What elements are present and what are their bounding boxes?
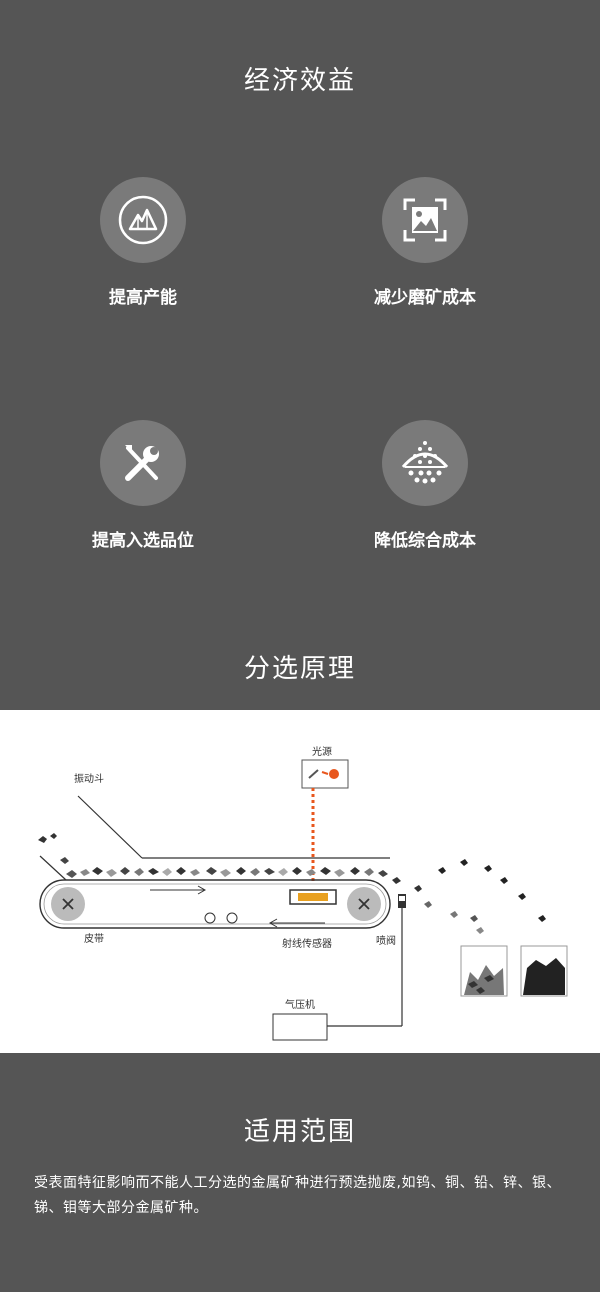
air-compressor (272, 1013, 328, 1041)
conveyor-belt (39, 879, 391, 929)
label-sensor: 射线传感器 (282, 937, 332, 950)
particle-separation-icon (401, 441, 449, 484)
benefit-item-grinding-cost: 减少磨矿成本 (315, 177, 535, 308)
benefit-label: 提高入选品位 (92, 531, 194, 551)
image-frame-icon (403, 198, 447, 242)
light-source-emitter (308, 769, 319, 779)
benefit-label: 提高产能 (109, 288, 177, 308)
mountain-icon (118, 195, 168, 245)
benefit-label: 减少磨矿成本 (374, 288, 476, 308)
label-light-source: 光源 (312, 745, 332, 758)
ore-stones (38, 833, 401, 884)
label-compressor: 气压机 (285, 998, 315, 1011)
sorting-diagram: 光源 振动斗 皮带 (38, 745, 568, 1041)
light-source-lamp (329, 769, 339, 779)
hopper-line (77, 795, 143, 859)
falling-stones (414, 859, 546, 934)
wrench-screwdriver-icon (125, 445, 159, 481)
benefit-label: 降低综合成本 (374, 531, 476, 551)
light-source-box (301, 759, 349, 789)
scope-text: 受表面特征影响而不能人工分选的金属矿种进行预选抛废,如钨、铜、铅、锌、银、锑、钼… (34, 1175, 561, 1216)
benefit-item-total-cost: 降低综合成本 (315, 420, 535, 551)
benefit-item-capacity: 提高产能 (33, 177, 253, 308)
benefits-section: 经济效益 提高产能 减少磨矿成本 (33, 66, 535, 684)
scope-section: 适用范围 受表面特征影响而不能人工分选的金属矿种进行预选抛废,如钨、铜、铅、锌、… (0, 1053, 600, 1292)
label-vibrating-hopper: 振动斗 (74, 772, 104, 785)
principle-diagram-section: 光源 振动斗 皮带 (0, 710, 600, 1053)
principle-title: 分选原理 (243, 654, 356, 684)
label-belt: 皮带 (84, 932, 104, 945)
benefits-title: 经济效益 (243, 66, 356, 96)
label-valve: 喷阀 (376, 934, 396, 947)
scope-title: 适用范围 (243, 1117, 356, 1147)
benefit-item-grade: 提高入选品位 (33, 420, 253, 551)
